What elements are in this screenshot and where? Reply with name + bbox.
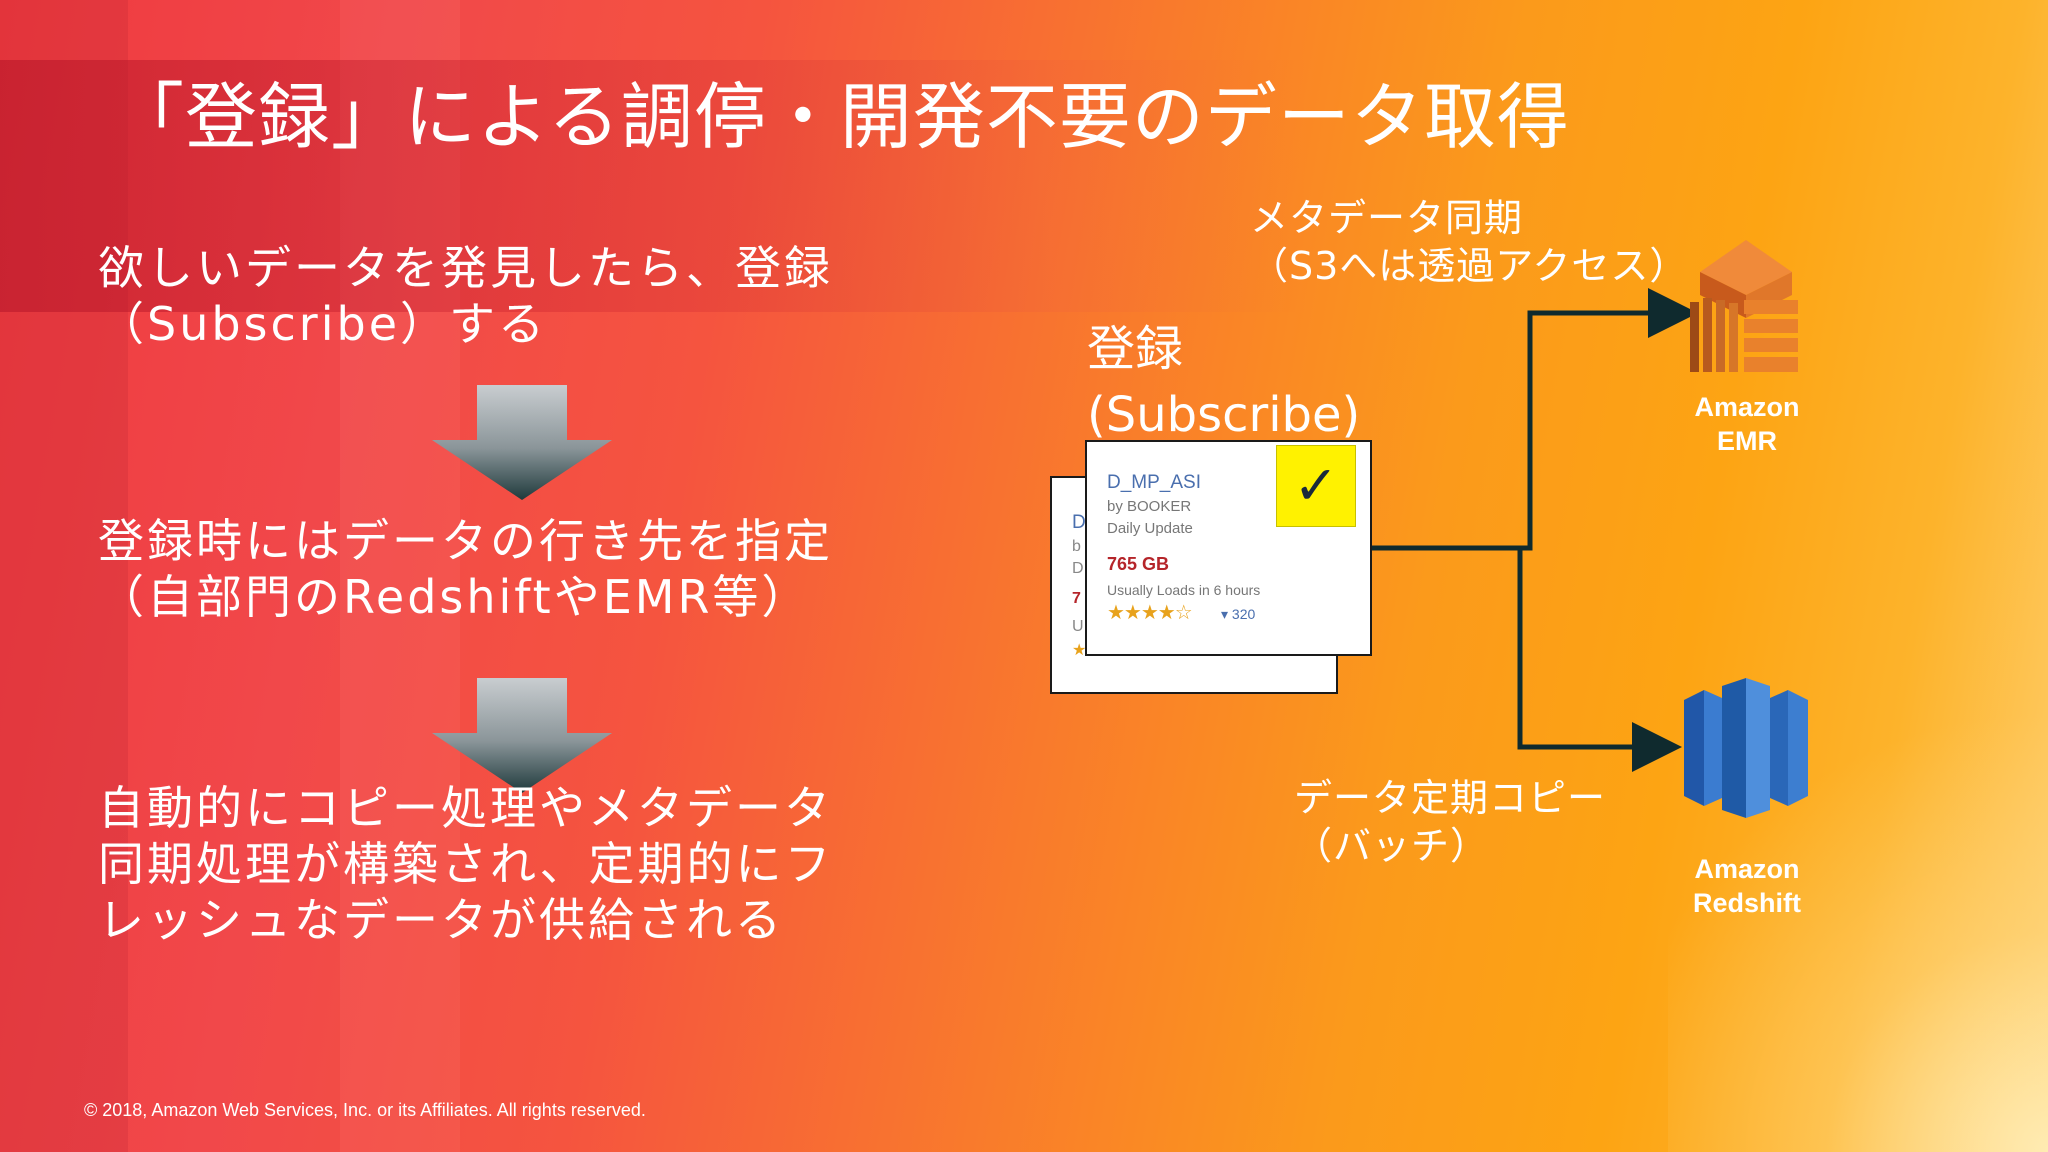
amazon-emr-label: Amazon EMR <box>1694 392 1800 456</box>
rating-stars-icon: ★★★★☆ <box>1107 602 1193 624</box>
step-3-text: 自動的にコピー処理やメタデータ 同期処理が構築され、定期的にフ レッシュなデータ… <box>98 781 834 947</box>
amazon-redshift-label: Amazon Redshift <box>1693 854 1801 918</box>
checkmark-icon: ✓ <box>1293 454 1339 517</box>
connector-to-redshift <box>1517 548 1682 772</box>
dataset-size: 765 GB <box>1107 554 1170 574</box>
back-card-fragment: D <box>1072 512 1086 533</box>
subscribed-checkbox[interactable]: ✓ <box>1276 445 1356 527</box>
slide-title: 「登録」による調停・開発不要のデータ取得 <box>112 75 1570 159</box>
metadata-sync-label: メタデータ同期 （S3へは透過アクセス） <box>1250 196 1689 288</box>
dataset-card[interactable]: D_MP_ASI by BOOKER Daily Update 765 GB U… <box>1085 440 1372 656</box>
back-card-fragment: ★ <box>1072 642 1087 659</box>
dataset-owner: by BOOKER <box>1107 498 1192 515</box>
down-arrow-icon <box>432 385 612 500</box>
back-card-fragment: D <box>1072 560 1084 577</box>
copyright-footer: © 2018, Amazon Web Services, Inc. or its… <box>84 1100 646 1120</box>
periodic-copy-label: データ定期コピー （バッチ） <box>1294 776 1607 868</box>
step-2-text: 登録時にはデータの行き先を指定 （自部門のRedshiftやEMR等） <box>98 514 833 624</box>
back-card-fragment: U <box>1072 618 1084 635</box>
step-1-text: 欲しいデータを発見したら、登録 （Subscribe）する <box>98 241 833 351</box>
dataset-update-frequency: Daily Update <box>1107 520 1193 537</box>
down-arrow-icon <box>432 678 612 793</box>
back-card-fragment: b <box>1072 538 1081 555</box>
back-card-fragment: 7 <box>1072 590 1081 607</box>
subscribe-label: 登録 (Subscribe) <box>1087 321 1361 443</box>
amazon-redshift-icon <box>1684 678 1808 818</box>
dataset-name[interactable]: D_MP_ASI <box>1107 472 1201 493</box>
amazon-emr-icon <box>1690 240 1798 372</box>
connector-to-emr <box>1372 288 1698 551</box>
review-count[interactable]: ▾ 320 <box>1221 606 1256 622</box>
dataset-load-time: Usually Loads in 6 hours <box>1107 582 1261 598</box>
